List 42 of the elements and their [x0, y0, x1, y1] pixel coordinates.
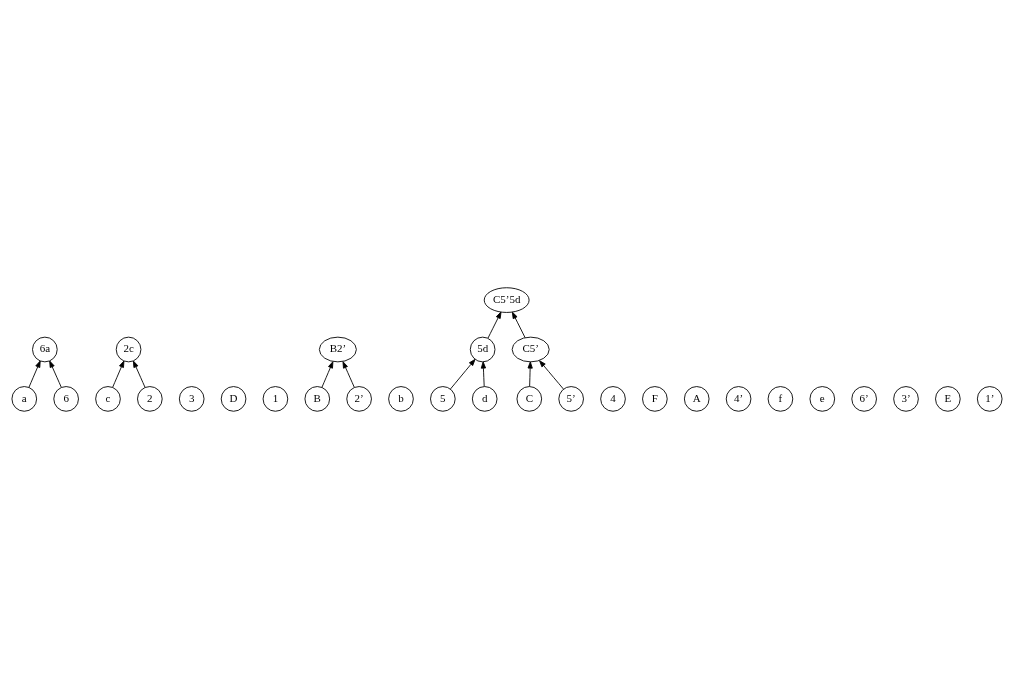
node-circle: 2’: [345, 386, 372, 412]
node-circle: e: [809, 386, 835, 412]
node-circle: d: [471, 386, 497, 412]
node-circle: 3’: [892, 386, 919, 412]
arrow: [28, 360, 41, 388]
arrow: [449, 358, 475, 390]
arrow: [48, 360, 62, 388]
arrow: [321, 361, 333, 388]
node-circle: b: [387, 386, 414, 412]
node-circle: 4’: [725, 386, 751, 412]
arrow: [487, 311, 501, 339]
arrow: [111, 360, 124, 388]
node-ellipse: B2’: [318, 336, 357, 363]
arrow: [538, 360, 564, 390]
arrow: [480, 361, 486, 387]
node-circle: c: [94, 386, 121, 412]
node-circle: a: [11, 386, 37, 412]
arrow: [132, 360, 145, 388]
node-circle: 6’: [850, 386, 877, 412]
node-circle: 2: [136, 386, 163, 412]
node-circle: 6a: [31, 336, 58, 363]
arrow: [342, 361, 355, 388]
arrow: [511, 311, 526, 339]
node-ellipse: C5’: [511, 336, 550, 363]
node-circle: f: [767, 386, 793, 412]
node-circle: 4: [599, 386, 626, 412]
node-circle: 1’: [976, 386, 1002, 412]
node-circle: 1: [262, 386, 288, 412]
node-circle: C: [516, 386, 542, 412]
node-circle: 2c: [115, 336, 141, 363]
node-circle: A: [683, 386, 710, 412]
node-circle: 6: [52, 386, 79, 412]
node-circle: E: [934, 386, 961, 412]
node-circle: 5d: [469, 336, 495, 363]
node-circle: 3: [178, 386, 204, 412]
node-circle: D: [220, 386, 246, 412]
arrow: [527, 361, 533, 387]
node-circle: B: [303, 386, 330, 412]
node-circle: 5’: [557, 386, 584, 412]
node-circle: 5: [429, 386, 456, 412]
node-circle: F: [641, 386, 668, 412]
node-ellipse: C5’5d: [483, 287, 530, 313]
